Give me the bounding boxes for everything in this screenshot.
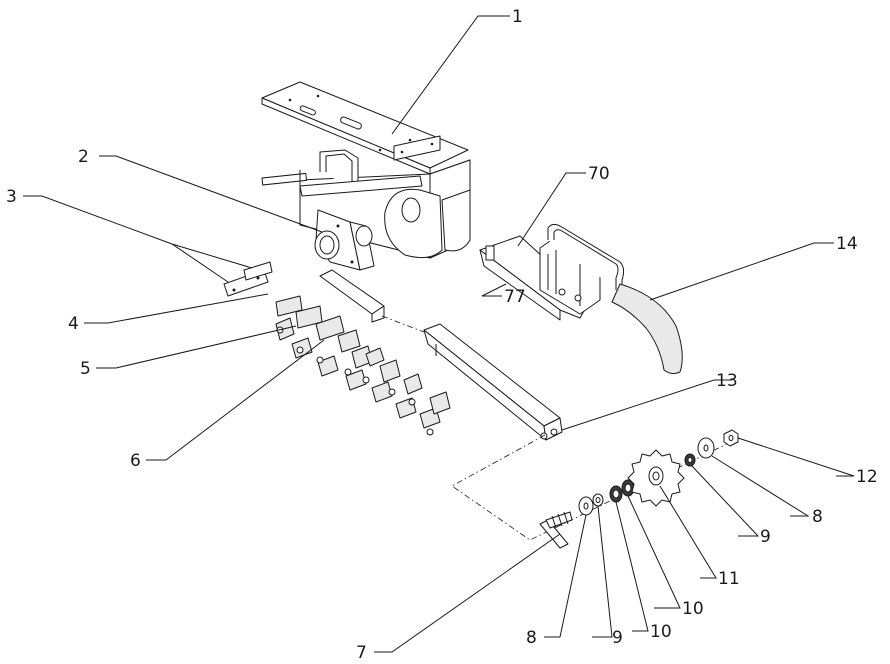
callout-12: 12 — [856, 467, 878, 487]
callout-7: 7 — [356, 643, 367, 663]
callout-77: 77 — [504, 287, 526, 307]
part-7-bolt — [539, 511, 573, 549]
part-3-hinge-plate — [223, 261, 273, 297]
callout-6: 6 — [130, 451, 141, 471]
callout-5: 5 — [80, 359, 91, 379]
callout-1: 1 — [512, 7, 523, 27]
callout-9-right: 9 — [760, 527, 771, 547]
callout-13: 13 — [716, 371, 738, 391]
part-12-nut — [723, 429, 739, 447]
callout-labels: 1 2 3 4 5 6 7 8 8 9 9 10 10 11 12 13 14 … — [6, 7, 878, 663]
callout-4: 4 — [68, 314, 79, 334]
part-8-washer-left — [578, 496, 594, 516]
leader-lines — [23, 15, 855, 653]
callout-10-lower: 10 — [650, 622, 672, 642]
part-14-handle — [547, 223, 683, 375]
part-8-washer-right — [697, 437, 715, 459]
callout-70: 70 — [588, 164, 610, 184]
part-2-drive-bracket — [314, 209, 385, 323]
part-5-6-chain-paddles — [275, 295, 451, 436]
callout-9-left: 9 — [612, 628, 623, 648]
part-10-bearing-pair — [609, 479, 635, 503]
callout-14: 14 — [836, 234, 858, 254]
callout-3: 3 — [6, 187, 17, 207]
callout-8-left: 8 — [526, 628, 537, 648]
part-9-washer-right — [684, 453, 696, 467]
centerline-arm — [381, 315, 425, 333]
centerline-hardware — [451, 434, 736, 541]
part-13-arm — [423, 323, 563, 441]
callout-11: 11 — [718, 569, 740, 589]
part-11-sprocket — [627, 449, 685, 507]
callout-8-right: 8 — [812, 507, 823, 527]
callout-2: 2 — [78, 147, 89, 167]
callout-10-upper: 10 — [682, 599, 704, 619]
part-9-washer-left — [592, 493, 604, 507]
